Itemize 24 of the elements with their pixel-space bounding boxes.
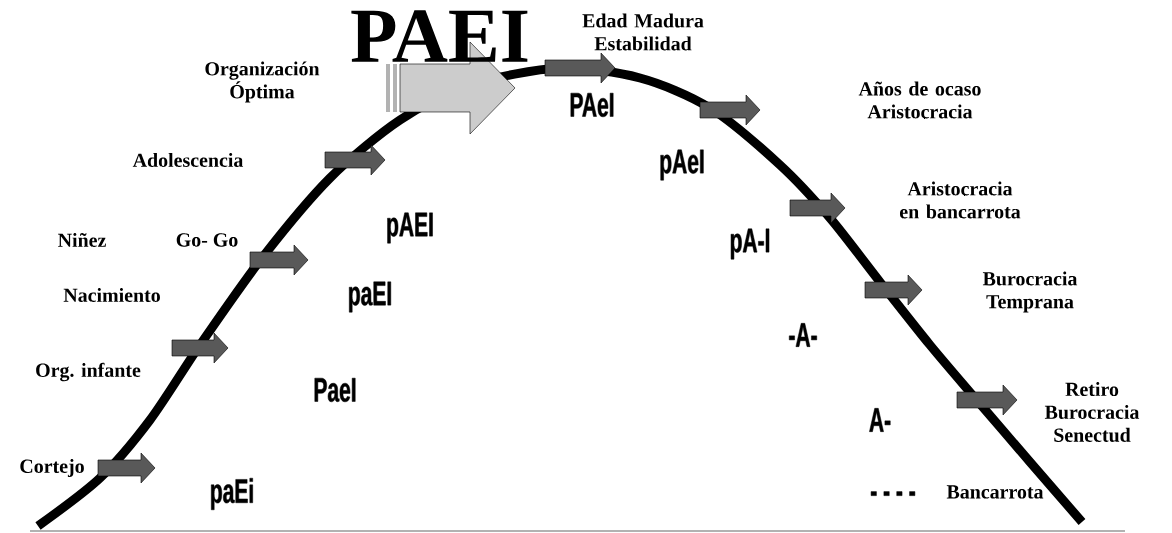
stage-label: Cortejo [20,458,84,477]
stage-label: Organización Óptima [205,61,320,103]
style-code: paEI [349,281,391,313]
stage-label: Años de ocaso Aristocracia [858,81,981,119]
style-code: pA-I [731,228,769,260]
stage-label: Go- Go [176,233,238,247]
stage-label: Org. infante [36,362,141,382]
style-code: PAeI [570,92,614,117]
stage-label: Aristocracia en bancarrota [900,181,1021,219]
stage-label: Nacimiento [63,288,160,302]
stage-label: Niñez [58,232,106,248]
stage-label: Adolescencia [132,153,244,167]
stage-label: Edad Madura Estabilidad [582,13,704,51]
style-code: -A- [789,323,817,347]
style-code: PaeI [314,378,356,402]
style-code: - - - - [870,491,915,496]
style-code: pAeI [660,149,704,181]
style-code: paEi [211,478,253,510]
style-code: A- [869,408,891,432]
style-code: PAEI [351,10,528,62]
stage-label: Burocracia Temprana [982,271,1078,313]
style-code: pAEI [387,212,433,244]
stage-label: Bancarrota [946,485,1044,499]
stage-label: Retiro Burocracia Senectud [1044,382,1140,442]
